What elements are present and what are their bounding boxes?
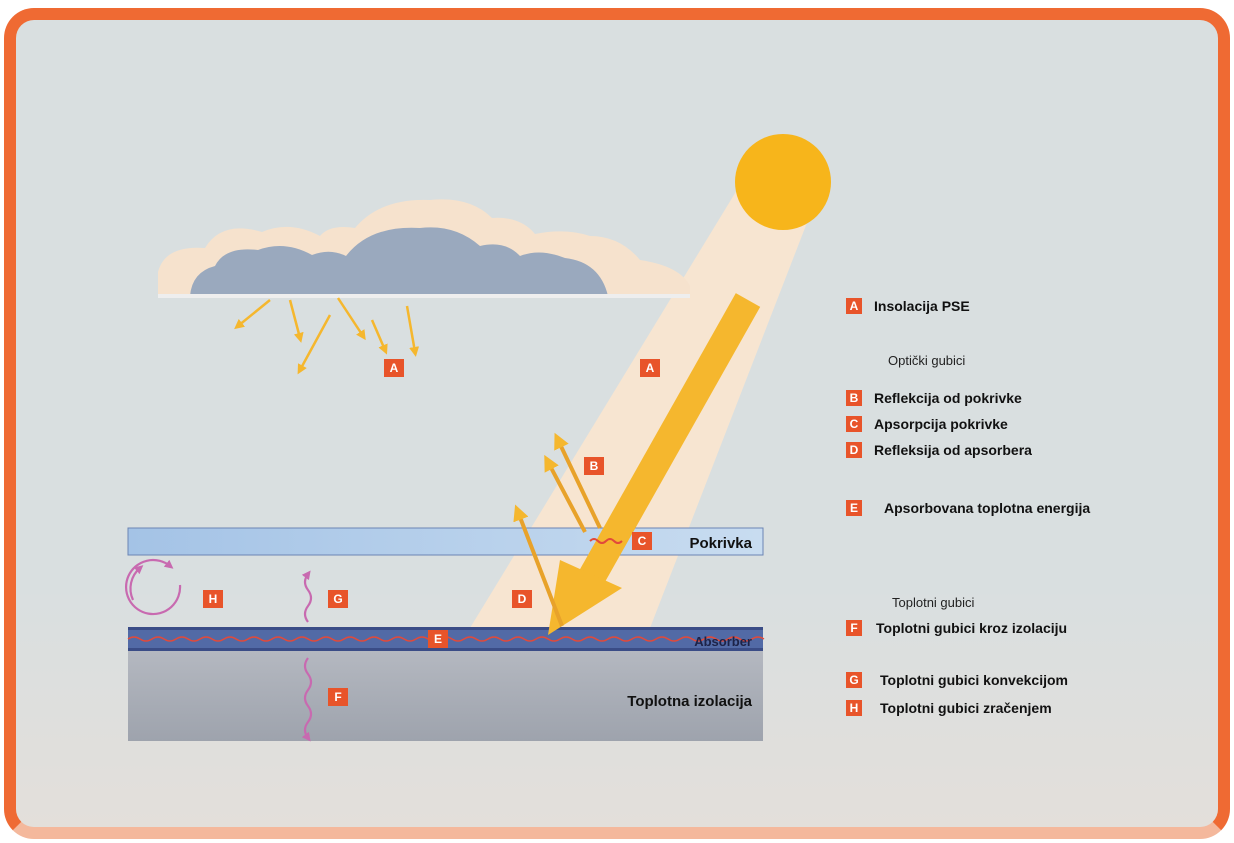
legend-item-e: E Apsorbovana toplotna energija [846, 500, 1090, 516]
legend-item-g: G Toplotni gubici konvekcijom [846, 672, 1068, 688]
svg-text:A: A [646, 361, 655, 375]
incident-arrow [548, 293, 761, 635]
rain-arrows [234, 297, 420, 375]
legend-label-b: Reflekcija od pokrivke [874, 390, 1022, 406]
badge-h: H [203, 590, 223, 608]
solar-collector-diagram: Pokrivka Absorber Toplotna izolacija A A… [125, 134, 831, 742]
svg-text:F: F [334, 690, 341, 704]
legend-label-e: Apsorbovana toplotna energija [884, 500, 1091, 516]
legend-badge-b: B [846, 390, 862, 406]
legend-label-f: Toplotni gubici kroz izolaciju [876, 620, 1068, 636]
insulation-loss-arrow [301, 657, 313, 742]
sun [735, 134, 831, 230]
thermal-losses-heading: Toplotni gubici [892, 595, 975, 610]
diagram-frame: Pokrivka Absorber Toplotna izolacija A A… [4, 8, 1230, 839]
convection-loss-arrow [301, 570, 313, 623]
badge-b: B [584, 457, 604, 475]
legend-item-f: F Toplotni gubici kroz izolaciju [846, 620, 1067, 636]
legend-item-d: D Refleksija od apsorbera [846, 442, 1032, 458]
legend-badge-g: G [846, 672, 862, 688]
badge-f: F [328, 688, 348, 706]
legend-label-g: Toplotni gubici konvekcijom [880, 672, 1068, 688]
cloud [158, 199, 690, 298]
reflection-arrows [513, 432, 602, 627]
legend-badge-d: D [846, 442, 862, 458]
radiation-loss-icon [125, 558, 182, 616]
legend-label-a: Insolacija PSE [874, 298, 970, 314]
absorber-label: Absorber [694, 634, 752, 649]
badge-beam-a: A [640, 359, 660, 377]
badge-cloud-a: A [384, 359, 404, 377]
legend-badge-a: A [846, 298, 862, 314]
legend-label-d: Refleksija od apsorbera [874, 442, 1032, 458]
svg-text:G: G [333, 592, 342, 606]
svg-text:D: D [518, 592, 527, 606]
svg-text:C: C [638, 534, 647, 548]
badge-g: G [328, 590, 348, 608]
legend-item-b: B Reflekcija od pokrivke [846, 390, 1022, 406]
legend-label-c: Apsorpcija pokrivke [874, 416, 1008, 432]
legend-label-h: Toplotni gubici zračenjem [880, 700, 1052, 716]
svg-text:B: B [590, 459, 599, 473]
legend-badge-e: E [846, 500, 862, 516]
legend-item-c: C Apsorpcija pokrivke [846, 416, 1008, 432]
insulation-label: Toplotna izolacija [627, 693, 752, 710]
badge-d: D [512, 590, 532, 608]
badge-e: E [428, 630, 448, 648]
insulation-layer [128, 651, 763, 741]
legend-badge-f: F [846, 620, 862, 636]
svg-text:E: E [434, 632, 442, 646]
badge-c: C [632, 532, 652, 550]
cover-absorption-wave [589, 538, 623, 544]
sunlight-beam [470, 185, 810, 628]
legend-badge-h: H [846, 700, 862, 716]
cover-label: Pokrivka [689, 535, 752, 552]
optical-losses-heading: Optički gubici [888, 353, 966, 368]
svg-text:A: A [390, 361, 399, 375]
legend-item-a: A Insolacija PSE [846, 298, 970, 314]
legend-badge-c: C [846, 416, 862, 432]
svg-text:H: H [209, 592, 218, 606]
cover-layer [127, 527, 764, 556]
legend-item-h: H Toplotni gubici zračenjem [846, 700, 1052, 716]
